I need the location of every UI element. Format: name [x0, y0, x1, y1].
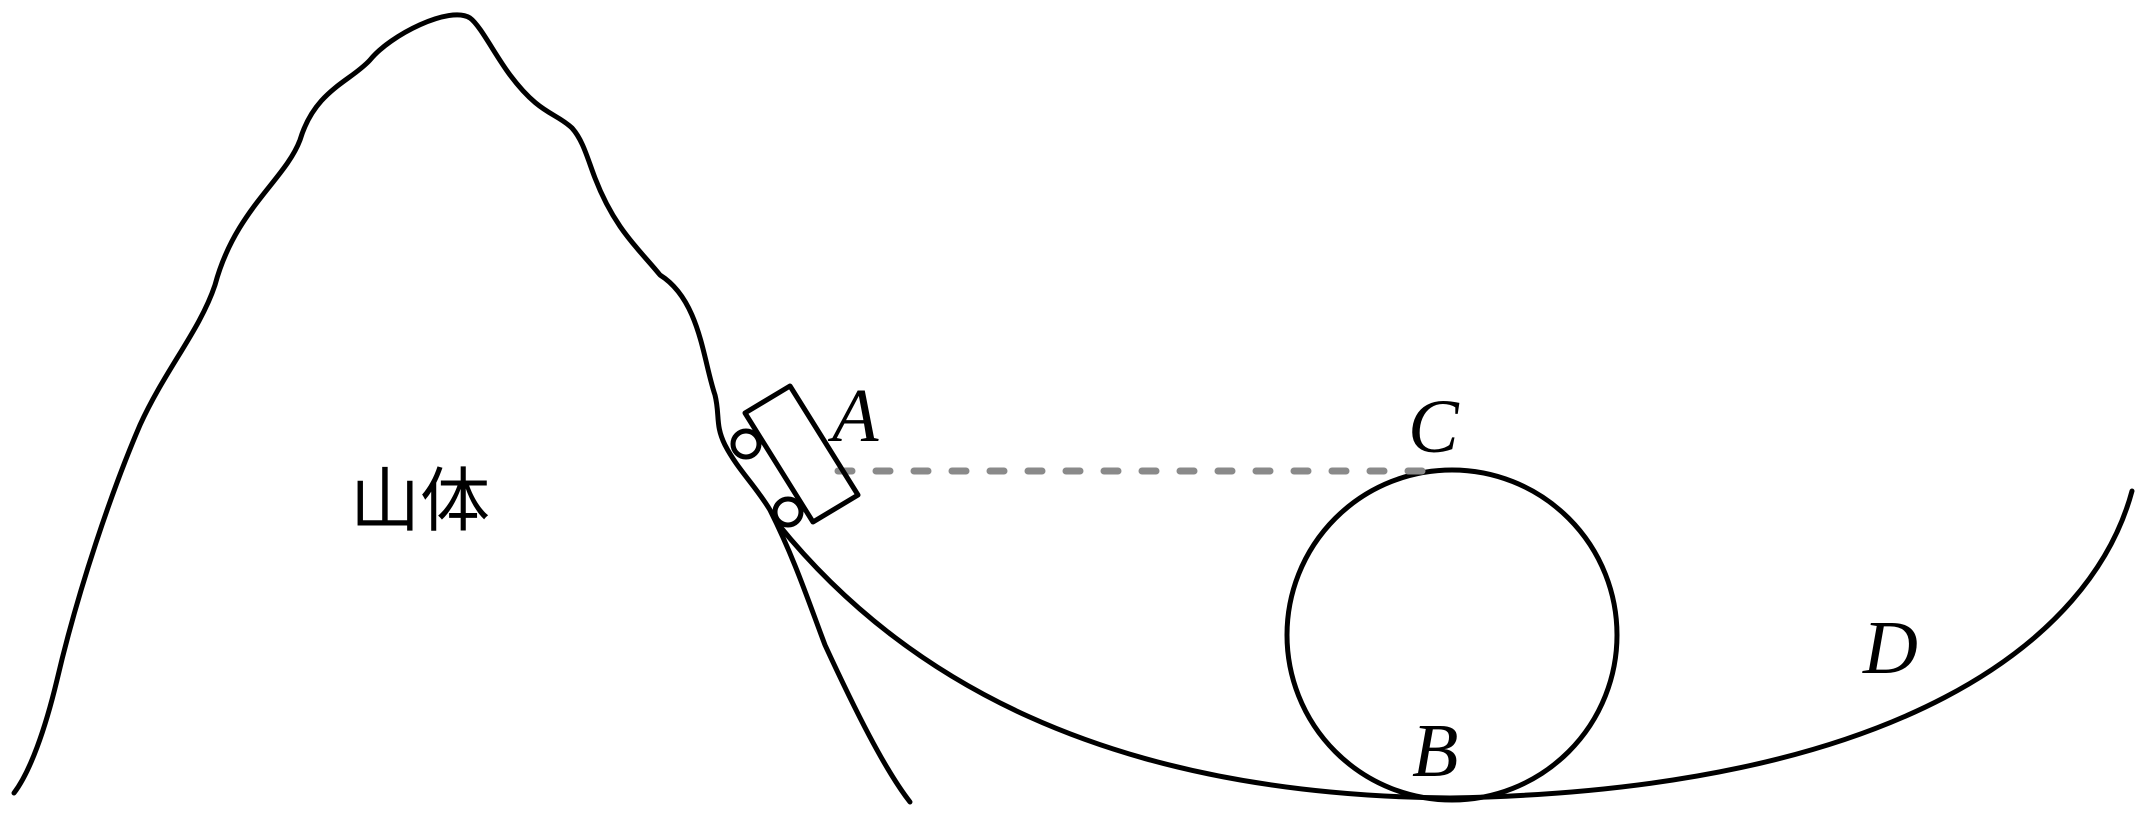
cart-wheel-lower	[772, 496, 804, 528]
cart-wheel-upper	[730, 428, 762, 460]
vertical-loop	[1284, 467, 1620, 803]
point-b-label: B	[1412, 709, 1458, 793]
cart-body	[742, 383, 861, 525]
mountain-label: 山体	[350, 460, 490, 542]
point-a-label: A	[827, 374, 879, 458]
mountain-outline	[11, 12, 913, 805]
point-d-label: D	[1862, 606, 1918, 690]
cart	[730, 383, 861, 528]
point-c-label: C	[1408, 385, 1460, 469]
